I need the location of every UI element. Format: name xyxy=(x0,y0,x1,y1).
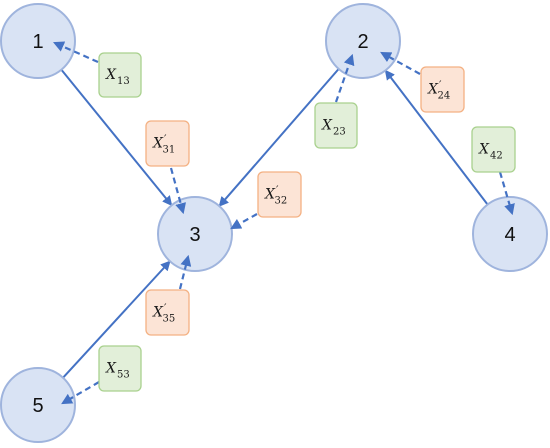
message-box-x13: X13 xyxy=(98,52,142,98)
message-box-x23: X23 xyxy=(314,102,358,149)
message-box-background xyxy=(145,120,190,167)
node-label: 5 xyxy=(32,395,43,417)
message-label: X23 xyxy=(321,118,346,138)
node-label: 2 xyxy=(357,31,368,53)
message-box-x35p: X′35 xyxy=(145,289,190,336)
message-variable: X xyxy=(105,361,117,377)
edge-5-to-3 xyxy=(60,260,171,380)
message-arrow-x24p xyxy=(380,51,421,75)
message-arrow-x42 xyxy=(498,171,515,216)
message-label: X′31 xyxy=(152,133,175,156)
message-box-x42: X42 xyxy=(471,126,516,173)
node-4: 4 xyxy=(472,196,548,272)
message-subscript: 23 xyxy=(333,127,346,138)
prime-mark: ′ xyxy=(164,133,167,146)
message-label: X′35 xyxy=(152,302,175,325)
message-box-x53: X53 xyxy=(98,345,142,392)
message-variable: X xyxy=(152,136,164,152)
node-circle xyxy=(0,367,76,443)
prime-mark: ′ xyxy=(439,79,442,92)
message-box-x31p: X′31 xyxy=(145,120,190,167)
node-2: 2 xyxy=(325,3,401,79)
message-box-background xyxy=(145,289,190,336)
message-variable: X xyxy=(427,82,439,98)
node-label: 3 xyxy=(189,224,200,246)
message-arrow-x35p xyxy=(178,254,192,290)
message-arrow-x23 xyxy=(334,53,355,103)
prime-mark: ′ xyxy=(276,184,279,197)
message-box-x32p: X′32 xyxy=(257,171,302,218)
node-circle xyxy=(472,196,548,272)
message-variable: X xyxy=(105,67,117,83)
node-label: 1 xyxy=(32,31,43,53)
message-box-x24p: X′24 xyxy=(420,66,465,113)
node-circle xyxy=(157,196,233,272)
message-arrow-x31p xyxy=(169,167,186,215)
message-label: X′24 xyxy=(427,79,450,102)
message-subscript: 53 xyxy=(117,370,130,381)
edge-1-to-3 xyxy=(59,67,173,207)
message-subscript: 32 xyxy=(274,196,287,207)
message-box-background xyxy=(314,102,358,149)
message-box-background xyxy=(471,126,516,173)
edge-4-to-2 xyxy=(384,69,490,207)
node-3: 3 xyxy=(157,196,233,272)
message-variable: X xyxy=(321,118,333,134)
message-arrow-x53 xyxy=(61,381,100,405)
message-subscript: 31 xyxy=(162,145,175,156)
message-variable: X xyxy=(264,187,276,203)
message-arrow-x32p xyxy=(230,213,258,230)
message-variable: X xyxy=(152,305,164,321)
message-subscript: 24 xyxy=(437,91,450,102)
message-subscript: 13 xyxy=(117,76,130,87)
message-box-background xyxy=(98,52,142,98)
message-label: X42 xyxy=(478,142,503,162)
message-box-background xyxy=(257,171,302,218)
message-variable: X xyxy=(478,142,490,158)
edge-2-to-3 xyxy=(218,66,341,207)
message-label: X13 xyxy=(105,67,130,87)
node-circle xyxy=(0,3,76,79)
message-subscript: 42 xyxy=(490,151,503,162)
node-1: 1 xyxy=(0,3,76,79)
message-label: X53 xyxy=(105,361,130,381)
node-5: 5 xyxy=(0,367,76,443)
message-box-background xyxy=(420,66,465,113)
node-label: 4 xyxy=(504,224,515,246)
message-subscript: 35 xyxy=(162,314,175,325)
message-arrow-x13 xyxy=(52,41,99,64)
message-box-background xyxy=(98,345,142,392)
prime-mark: ′ xyxy=(164,302,167,315)
message-label: X′32 xyxy=(264,184,287,207)
